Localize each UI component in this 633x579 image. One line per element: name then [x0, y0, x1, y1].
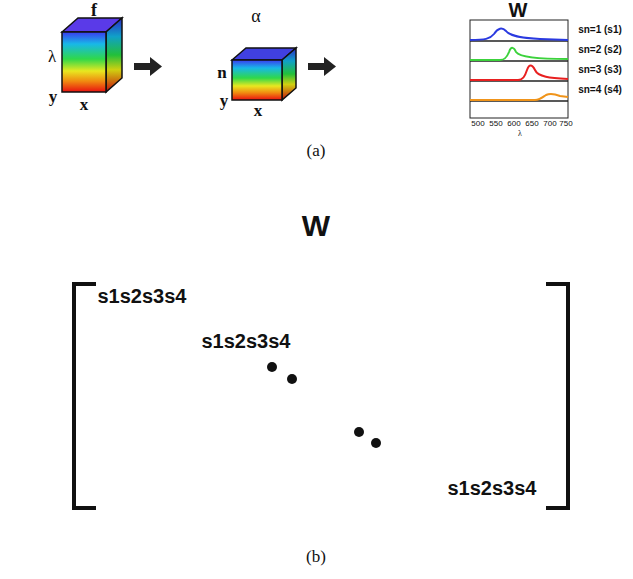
- axis-label: x: [80, 96, 89, 113]
- axis-label: f: [91, 1, 97, 19]
- axis-label: y: [49, 88, 58, 105]
- tick-label: 650: [525, 120, 538, 128]
- tick-label: 700: [543, 120, 556, 128]
- axis-label: x: [254, 102, 263, 119]
- spectra-plot: [470, 20, 568, 118]
- series-label: sn=1 (s1): [578, 25, 622, 35]
- axis-label: n: [217, 64, 226, 81]
- series-label: sn=3 (s3): [578, 65, 622, 75]
- matrix-block: s1s2s3s4: [98, 286, 187, 306]
- matrix-block: s1s2s3s4: [202, 331, 291, 351]
- matrix-bracket: [74, 284, 568, 508]
- plot-title: W: [509, 0, 528, 20]
- tick-label: 600: [507, 120, 520, 128]
- tick-label: 750: [559, 120, 572, 128]
- ellipsis-dot: [267, 362, 381, 448]
- axis-label: λ: [48, 48, 56, 65]
- arrow: [308, 57, 336, 76]
- data-cube: [62, 18, 122, 92]
- series-label: sn=2 (s2): [578, 45, 622, 55]
- arrow: [134, 57, 162, 76]
- matrix-block: s1s2s3s4: [448, 478, 537, 498]
- axis-label: α: [251, 7, 260, 25]
- coefficient-cube: [232, 48, 296, 100]
- tick-label: 550: [489, 120, 502, 128]
- caption: (b): [306, 548, 326, 565]
- caption: (a): [307, 142, 326, 159]
- series-label: sn=4 (s4): [578, 85, 622, 95]
- tick-label: 500: [471, 120, 484, 128]
- axis-label: y: [220, 92, 229, 109]
- matrix-title: W: [302, 211, 330, 241]
- axis-label: λ: [518, 130, 522, 138]
